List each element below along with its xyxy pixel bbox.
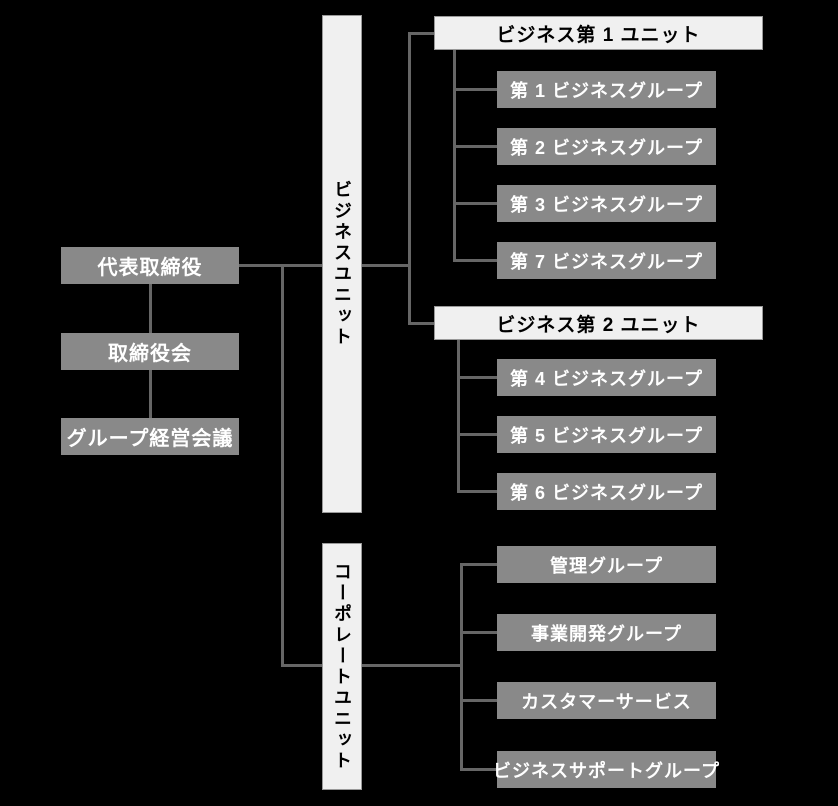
node-corporate-unit: コーポレートユニット [322,543,362,790]
node-business-unit: ビジネスユニット [322,15,362,513]
node-business-group-3: 第 3 ビジネスグループ [497,185,716,222]
connector-bu1-stub-2 [453,145,497,148]
connector-exec-2 [149,370,152,418]
corporate-unit-label: コーポレートユニット [332,561,352,772]
connector-business-spine [408,32,411,325]
connector-corporate-spine [460,563,463,771]
connector-bu2-stub-1 [457,376,497,379]
connector-corporate-feed [281,664,462,667]
node-business-group-4: 第 4 ビジネスグループ [497,359,716,396]
connector-bu2-stub-2 [457,433,497,436]
node-business-unit-2-header: ビジネス第 2 ユニット [434,306,763,340]
node-business-group-2: 第 2 ビジネスグループ [497,128,716,165]
connector-bu1-spine [453,50,456,262]
connector-corp-stub-3 [460,699,497,702]
node-business-group-5: 第 5 ビジネスグループ [497,416,716,453]
business-unit-label: ビジネスユニット [332,180,352,348]
connector-bu1-stub-3 [453,202,497,205]
node-business-unit-1-header: ビジネス第 1 ユニット [434,16,763,50]
node-board-of-directors: 取締役会 [61,333,239,370]
connector-corp-stub-1 [460,563,497,566]
connector-corp-stub-4 [460,768,497,771]
node-admin-group: 管理グループ [497,546,716,583]
connector-stub-business-unit-1 [408,32,434,35]
connector-bu2-stub-3 [457,490,497,493]
connector-bu1-stub-1 [453,88,497,91]
connector-bu2-spine [457,340,460,493]
node-business-development-group: 事業開発グループ [497,614,716,651]
connector-stub-business-unit-2 [408,322,434,325]
connector-bu1-stub-4 [453,259,497,262]
node-business-group-1: 第 1 ビジネスグループ [497,71,716,108]
node-group-management-council: グループ経営会議 [61,418,239,455]
node-customer-service: カスタマーサービス [497,682,716,719]
connector-exec-1 [149,284,152,333]
node-business-group-6: 第 6 ビジネスグループ [497,473,716,510]
connector-corporate-vertical [281,264,284,667]
node-business-support-group: ビジネスサポートグループ [493,751,719,788]
node-representative-director: 代表取締役 [61,247,239,284]
connector-corp-stub-2 [460,631,497,634]
node-business-group-7: 第 7 ビジネスグループ [497,242,716,279]
